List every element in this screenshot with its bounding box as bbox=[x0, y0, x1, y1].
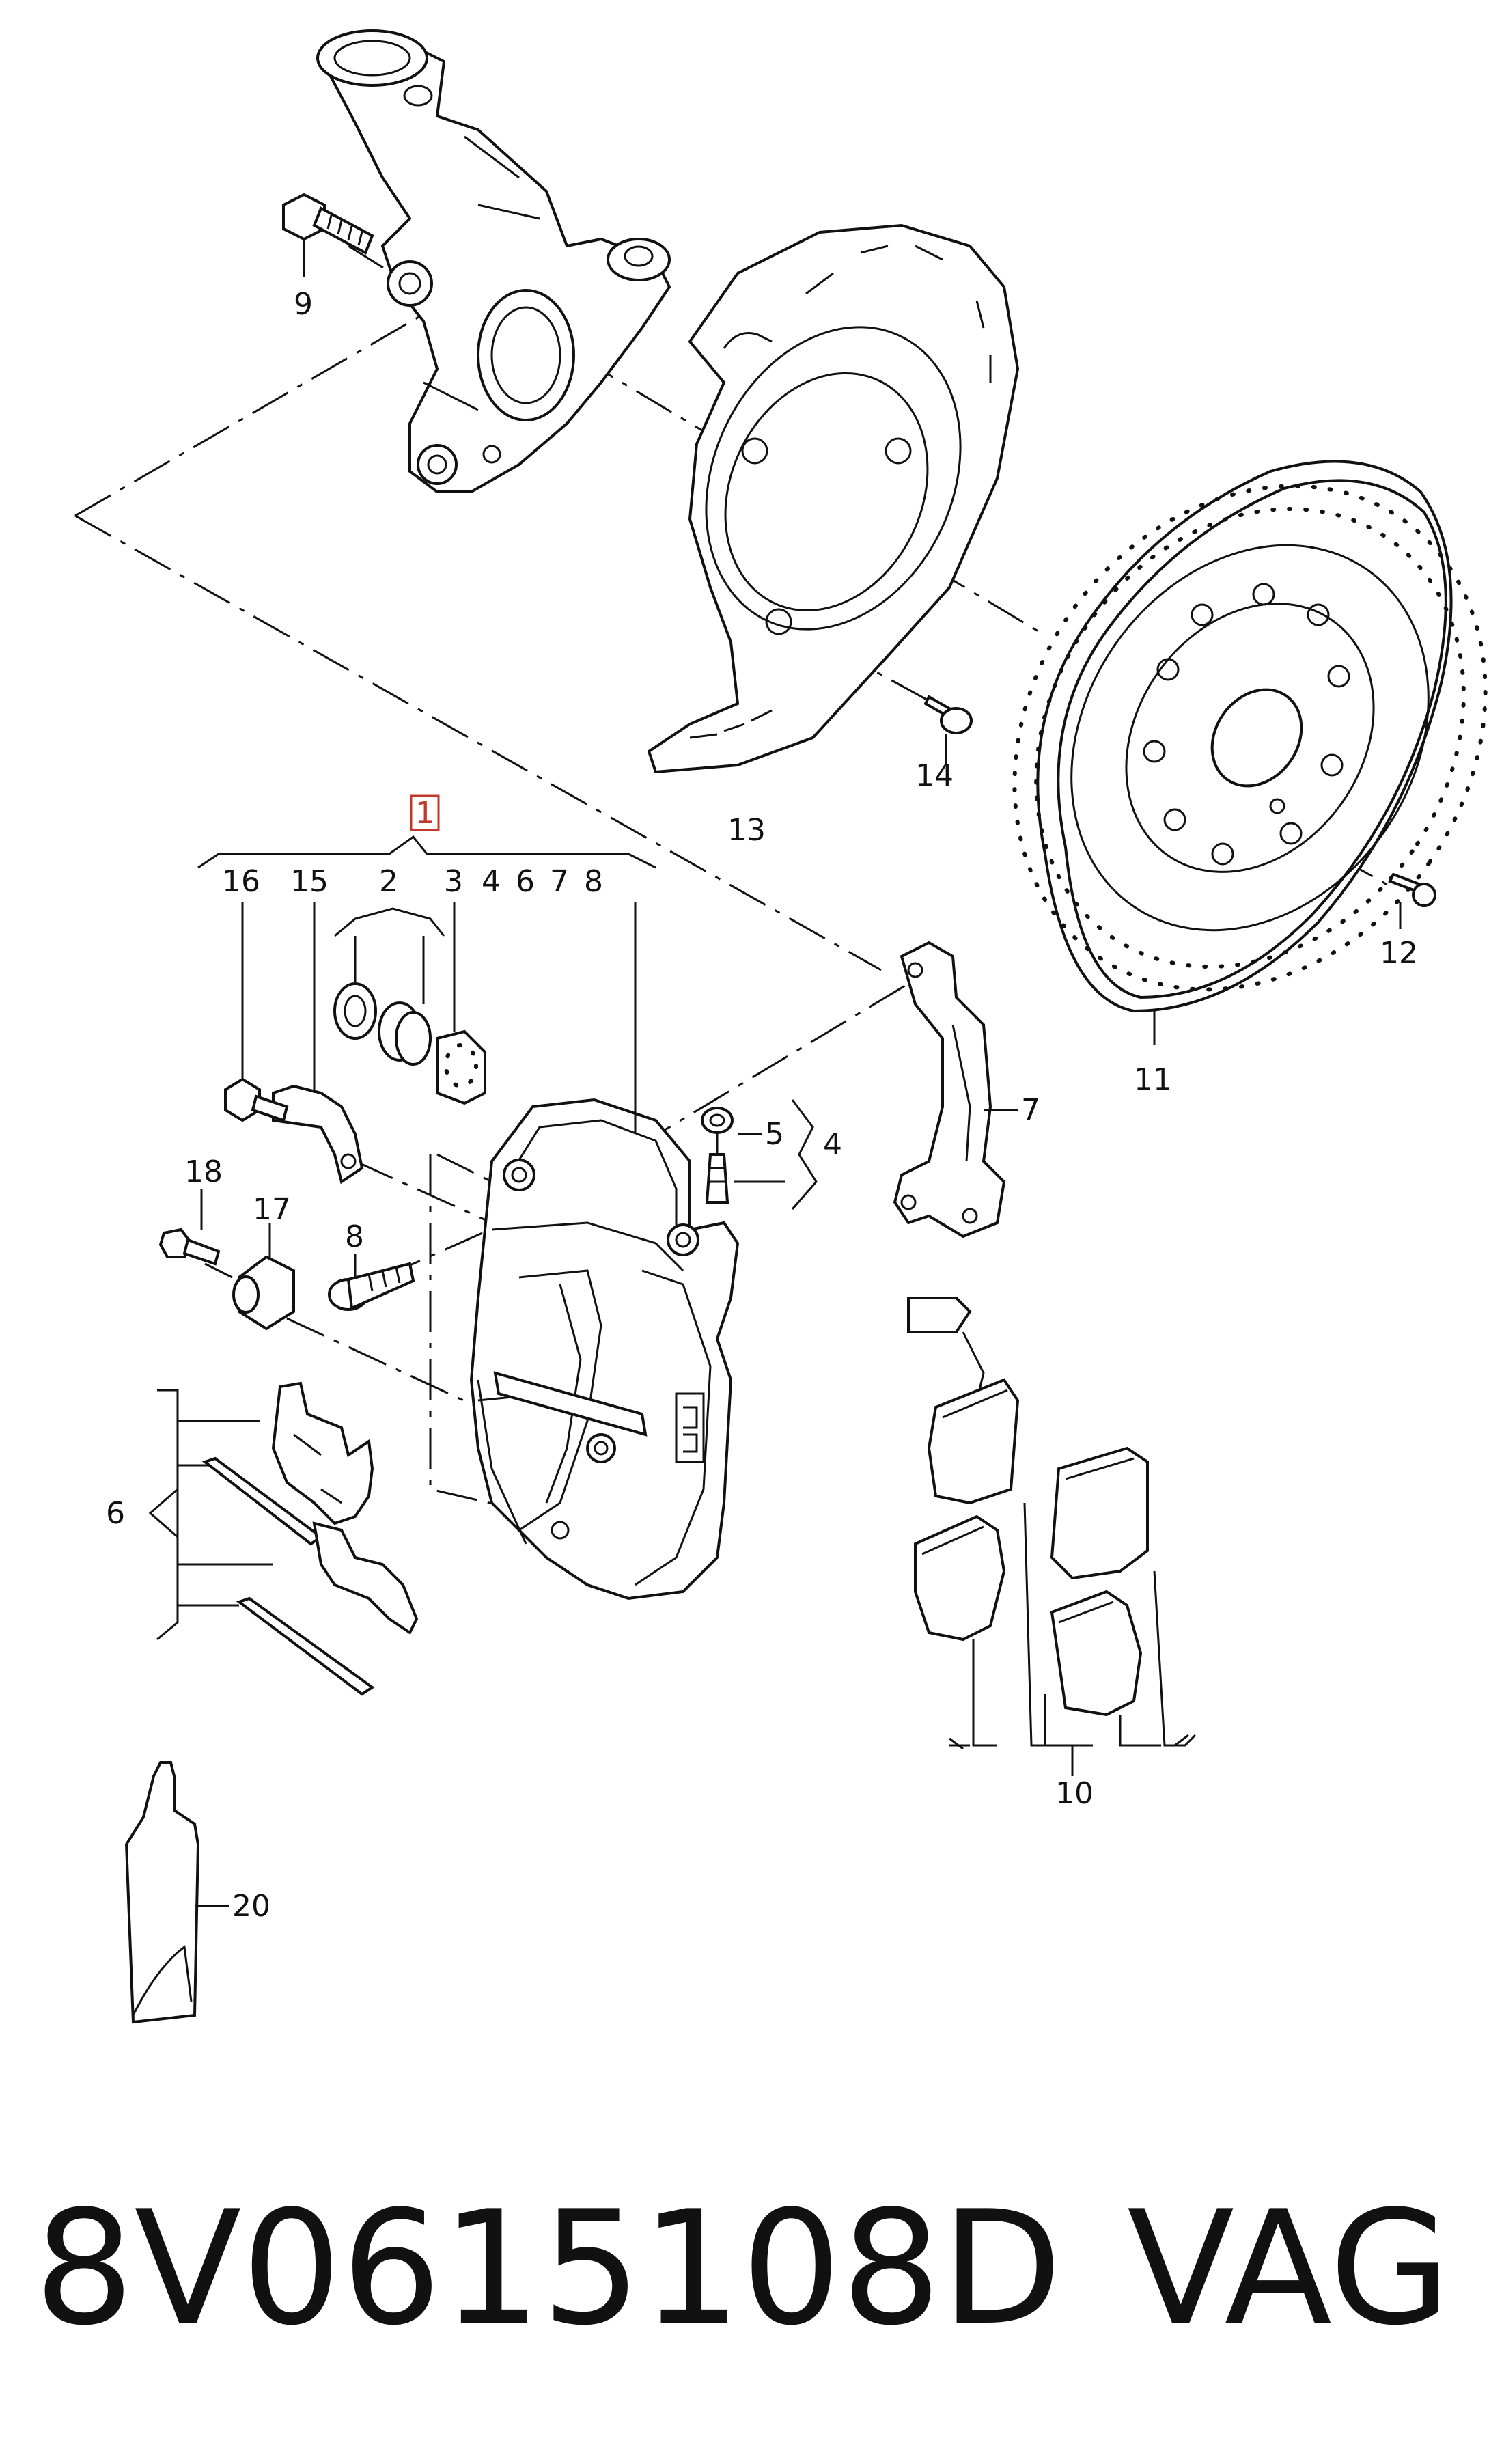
axis-line-main-diagonal bbox=[74, 514, 882, 971]
label-18: 18 bbox=[184, 1154, 223, 1189]
bolt-16 bbox=[224, 902, 289, 1122]
axis-line-knuckle-shield bbox=[74, 313, 424, 517]
bolt-8 bbox=[328, 1254, 415, 1311]
clip-and-pin-set-6 bbox=[148, 1381, 419, 1696]
axis-line-bushing bbox=[286, 1317, 479, 1409]
label-17: 17 bbox=[253, 1192, 291, 1227]
label-8: 8 bbox=[345, 1219, 364, 1254]
axis-line-bolt18 bbox=[204, 1262, 233, 1279]
bleed-valve-4-5 bbox=[701, 1099, 818, 1210]
label-1: 1 bbox=[415, 796, 434, 831]
bushing-17 bbox=[232, 1223, 295, 1331]
paste-tube-20 bbox=[124, 1761, 229, 2024]
label-11: 11 bbox=[1134, 1062, 1172, 1097]
label-16: 16 bbox=[222, 864, 260, 899]
label-2: 2 bbox=[379, 864, 398, 899]
piston-seals-2-3 bbox=[333, 902, 486, 1105]
label-10: 10 bbox=[1055, 1776, 1094, 1811]
label-1-highlight-box bbox=[410, 794, 440, 831]
label-3: 3 bbox=[444, 864, 463, 899]
bolt-12 bbox=[1388, 872, 1436, 929]
part-labels: 1 16 15 2 3 4 6 7 8 9 13 14 12 11 7 5 4 … bbox=[106, 287, 1418, 1924]
axis-line-carrier bbox=[635, 982, 909, 1149]
axis-line-bracket bbox=[354, 1160, 492, 1224]
label-5: 5 bbox=[765, 1117, 784, 1152]
label-7: 7 bbox=[1021, 1093, 1040, 1128]
label-14: 14 bbox=[915, 758, 954, 793]
part-number-text: 8V0615108D bbox=[34, 2178, 1062, 2360]
label-20: 20 bbox=[232, 1889, 270, 1924]
label-7-group: 7 bbox=[550, 864, 569, 899]
label-4-group: 4 bbox=[482, 864, 501, 899]
label-12: 12 bbox=[1380, 936, 1418, 971]
disc-shield bbox=[647, 223, 1020, 774]
bolt-18 bbox=[158, 1189, 221, 1266]
brake-disc bbox=[1012, 460, 1488, 1045]
label-9: 9 bbox=[294, 287, 313, 322]
label-13: 13 bbox=[727, 813, 766, 848]
brand-text: VAG bbox=[1127, 2178, 1451, 2360]
axis-line-caliper-top bbox=[436, 1153, 499, 1187]
label-15: 15 bbox=[290, 864, 329, 899]
axis-line-caliper-left bbox=[429, 1154, 520, 1511]
group-bracket-1 bbox=[197, 835, 656, 869]
brake-pads-10 bbox=[907, 1297, 1197, 1776]
caliper-carrier-7 bbox=[893, 941, 1018, 1238]
steering-knuckle bbox=[316, 29, 671, 493]
bracket-15 bbox=[272, 902, 364, 1185]
label-8-group: 8 bbox=[584, 864, 603, 899]
bolt-9 bbox=[282, 193, 374, 277]
label-6: 6 bbox=[106, 1496, 125, 1531]
bolt-14 bbox=[923, 695, 973, 765]
label-4: 4 bbox=[823, 1127, 842, 1162]
brake-caliper bbox=[469, 902, 740, 1601]
label-6-group: 6 bbox=[516, 864, 535, 899]
